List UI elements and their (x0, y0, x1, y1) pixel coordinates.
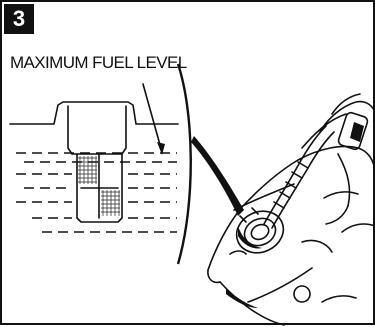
instruction-panel: 3 MAXIMUM FUEL LEVEL (0, 0, 375, 325)
fuel-tank-filler-icon (2, 2, 375, 327)
